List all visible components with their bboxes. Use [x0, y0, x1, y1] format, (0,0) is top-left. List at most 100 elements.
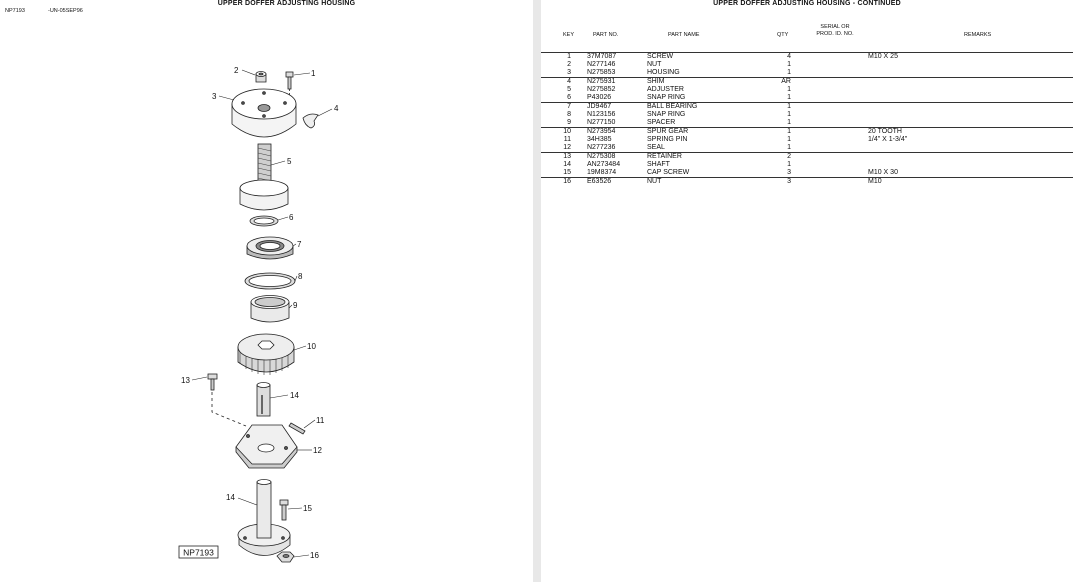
cell-part-no: 37M7087 [587, 53, 617, 60]
cell-part-name: CAP SCREW [647, 169, 690, 176]
cell-part-no: AN273484 [587, 161, 621, 168]
table-row: 2 N277146 NUT 1 [541, 61, 1073, 69]
part-nut [255, 71, 267, 83]
cell-qty: 4 [787, 53, 791, 60]
cell-key: 9 [567, 119, 571, 126]
table-row: 4 N275931 SHIM AR [541, 77, 1073, 86]
table-row: 14 AN273484 SHAFT 1 [541, 161, 1073, 169]
right-page: UPPER DOFFER ADJUSTING HOUSING - CONTINU… [541, 0, 1073, 582]
cell-part-no: N275931 [587, 78, 616, 85]
cell-key: 10 [563, 128, 571, 135]
part-ball-bearing [246, 236, 294, 260]
callout-label: 9 [293, 301, 298, 310]
callout-label: 6 [289, 213, 294, 222]
cell-qty: 1 [787, 111, 791, 118]
figure-id-box: NP7193 [178, 545, 219, 559]
cell-part-name: SNAP RING [647, 111, 686, 118]
part-nut-2 [276, 551, 295, 563]
callout-label: 7 [297, 240, 302, 249]
cell-qty: AR [781, 78, 791, 85]
document-date: -UN-05SEP96 [48, 8, 83, 14]
cell-qty: 3 [787, 169, 791, 176]
cell-part-no: N275852 [587, 86, 616, 93]
left-page: UPPER DOFFER ADJUSTING HOUSING NP7193 -U… [0, 0, 533, 582]
parts-table: 1 37M7087 SCREW 4 M10 X 25 2 N277146 NUT… [541, 52, 1073, 186]
cell-key: 16 [563, 178, 571, 185]
cell-qty: 1 [787, 61, 791, 68]
cell-part-name: SEAL [647, 144, 665, 151]
cell-remarks: 1/4" X 1-3/4" [868, 136, 908, 143]
table-row: 7 JD9467 BALL BEARING 1 [541, 102, 1073, 111]
part-snap-ring-2 [244, 272, 296, 290]
page-title: UPPER DOFFER ADJUSTING HOUSING - CONTINU… [713, 0, 901, 7]
callout-leaders [191, 69, 333, 558]
cell-key: 13 [563, 153, 571, 160]
cell-key: 15 [563, 169, 571, 176]
cell-key: 8 [567, 111, 571, 118]
cell-part-name: SHIM [647, 78, 665, 85]
callout-label: 1 [311, 69, 316, 78]
callout-label: 12 [313, 446, 322, 455]
cell-key: 5 [567, 86, 571, 93]
cell-qty: 1 [787, 119, 791, 126]
table-row: 12 N277236 SEAL 1 [541, 144, 1073, 152]
cell-part-name: SNAP RING [647, 94, 686, 101]
reference-code: NP7193 [5, 8, 25, 14]
cell-qty: 2 [787, 153, 791, 160]
cell-qty: 1 [787, 94, 791, 101]
table-row: 16 E63526 NUT 3 M10 [541, 177, 1073, 186]
part-spur-gear [237, 333, 295, 375]
cell-key: 1 [567, 53, 571, 60]
cell-part-name: SCREW [647, 53, 674, 60]
table-row: 11 34H385 SPRING PIN 1 1/4" X 1-3/4" [541, 136, 1073, 144]
callout-label: 5 [287, 157, 292, 166]
part-snap-ring [249, 215, 279, 227]
cell-remarks: M10 X 25 [868, 53, 898, 60]
cell-key: 2 [567, 61, 571, 68]
cell-qty: 1 [787, 128, 791, 135]
cell-part-name: SHAFT [647, 161, 670, 168]
col-part-name: PART NAME [668, 32, 700, 38]
cell-part-name: BALL BEARING [647, 103, 698, 110]
cell-qty: 1 [787, 86, 791, 93]
part-spacer [250, 295, 290, 323]
table-row: 8 N123156 SNAP RING 1 [541, 111, 1073, 119]
cell-part-no: N277146 [587, 61, 616, 68]
cell-part-name: ADJUSTER [647, 86, 684, 93]
cell-key: 11 [563, 136, 571, 143]
table-row: 9 N277150 SPACER 1 [541, 119, 1073, 127]
table-row: 10 N273954 SPUR GEAR 1 20 TOOTH [541, 127, 1073, 136]
col-remarks: REMARKS [964, 32, 992, 38]
cell-part-name: NUT [647, 178, 662, 185]
cell-qty: 1 [787, 69, 791, 76]
table-row: 3 N275853 HOUSING 1 [541, 69, 1073, 77]
cell-part-no: N123156 [587, 111, 616, 118]
cell-key: 3 [567, 69, 571, 76]
table-row: 6 P43026 SNAP RING 1 [541, 94, 1073, 102]
part-spring-pin [288, 422, 306, 435]
part-retainer [207, 373, 218, 391]
exploded-parts-diagram: 2 1 3 4 5 6 7 8 9 10 13 14 11 12 14 15 1… [178, 66, 339, 563]
cell-part-name: SPACER [647, 119, 676, 126]
figure-id-label: NP7193 [183, 548, 214, 558]
table-row: 15 19M8374 CAP SCREW 3 M10 X 30 [541, 169, 1073, 177]
cell-qty: 3 [787, 178, 791, 185]
cell-part-no: N275308 [587, 153, 616, 160]
part-shaft-upper [256, 382, 271, 417]
cell-part-no: 19M8374 [587, 169, 617, 176]
cell-qty: 1 [787, 144, 791, 151]
part-shim [302, 113, 319, 129]
cell-part-name: RETAINER [647, 153, 682, 160]
table-row: 13 N275308 RETAINER 2 [541, 152, 1073, 161]
cell-part-no: N275853 [587, 69, 616, 76]
cell-remarks: M10 [868, 178, 882, 185]
col-part-no: PART NO. [593, 32, 619, 38]
cell-part-no: N277150 [587, 119, 616, 126]
cell-key: 7 [567, 103, 571, 110]
cell-part-no: N277236 [587, 144, 616, 151]
callout-label: 14 [290, 391, 299, 400]
callout-label: 11 [316, 416, 325, 425]
callout-label: 15 [303, 504, 312, 513]
part-housing [231, 88, 297, 138]
cell-remarks: 20 TOOTH [868, 128, 902, 135]
